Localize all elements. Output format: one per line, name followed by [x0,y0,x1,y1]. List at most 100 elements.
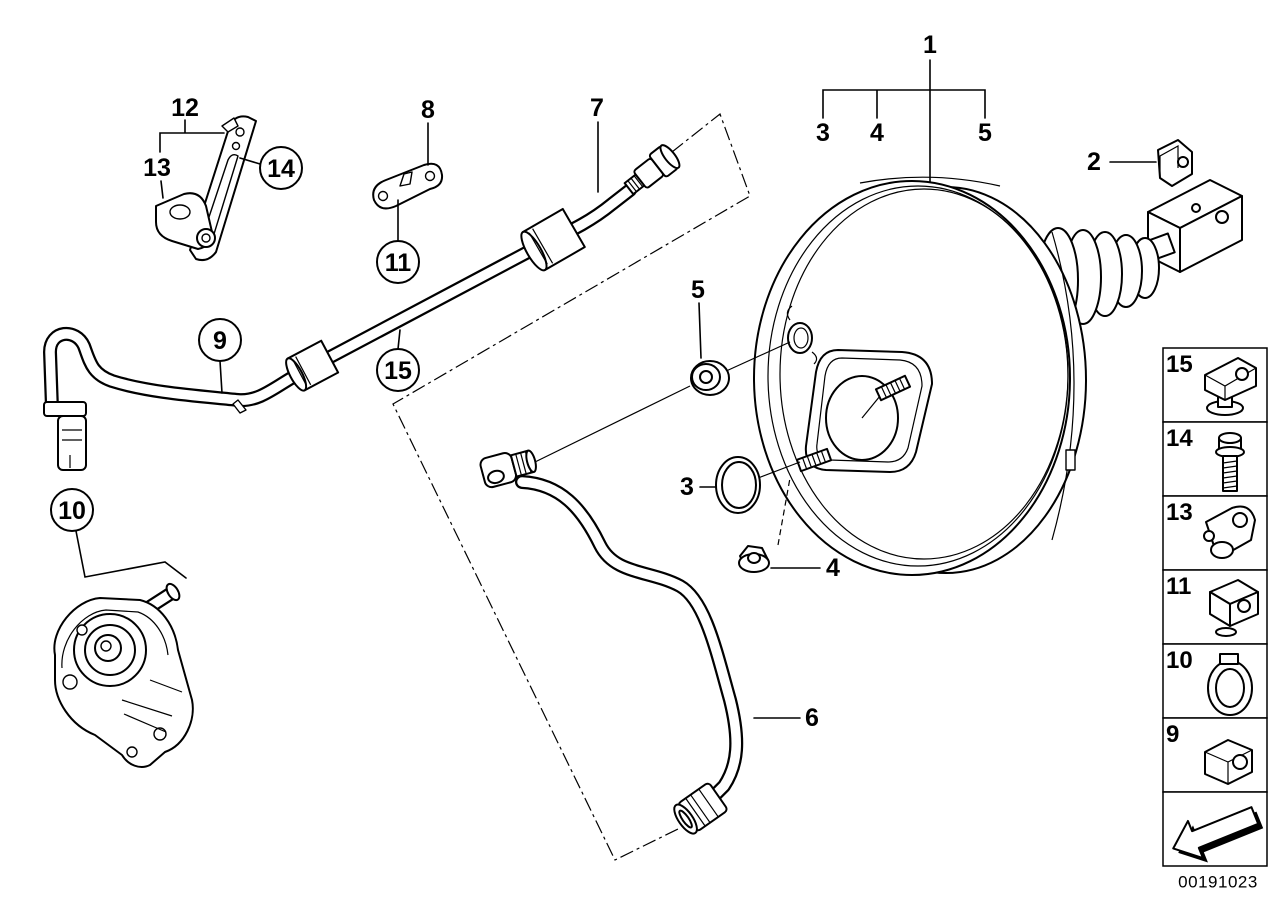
rib-lines [685,788,719,827]
clip-icon [1209,579,1259,637]
stud-thread [801,450,827,470]
callout-label: 3 [816,119,830,147]
bracket-hole [424,170,436,182]
pump-housing-edge [61,609,169,669]
grommet-bore [793,327,809,349]
callout-label: 4 [870,119,884,147]
sleeve-ribs [292,356,312,386]
stud-axis [861,395,881,419]
booster-seam-inner [779,188,1069,560]
leader-14 [239,157,261,165]
callout-label: 12 [171,94,199,122]
bolt-thread [1222,460,1238,489]
grommet-5 [690,360,730,396]
sleeve-end [520,230,548,272]
vacuum-hose-upper [50,190,630,413]
pipe-connector-bottom [673,782,728,835]
legend-panel: 15 14 13 [1162,347,1268,867]
booster-tab [1065,449,1076,471]
legend-item: 10 [1162,643,1268,719]
leader-bracket-12 [159,119,225,153]
arrow-outline [1172,806,1260,860]
grommet-bore [699,370,713,384]
leader-15 [397,329,401,350]
bolt-icon [1215,432,1245,492]
clip-bore [1235,367,1249,381]
clevis-pin-hole [1191,203,1201,213]
sleeve-ribs [528,228,554,265]
callout-labels: 1 3 4 5 2 12 13 14 8 11 7 9 15 10 5 3 4 … [58,31,1101,732]
clip-edges [1204,749,1253,784]
legend-item: 14 [1162,421,1268,497]
brake-booster [753,176,1087,576]
legend-label: 13 [1166,499,1193,526]
pump-shaft [100,640,112,652]
arrow-icon [1172,806,1264,863]
callout-label: 2 [1087,148,1101,176]
vacuum-sensor [43,401,87,471]
callout-label: 6 [805,704,819,732]
clip-icon [1203,505,1256,559]
bolt-head-top [1218,432,1242,444]
vacuum-pump [53,582,194,768]
mounting-plate-inner [816,357,923,463]
callout-circle-10 [50,488,94,532]
callout-label: 13 [143,154,171,182]
axis-line [723,341,791,373]
legend-item [1162,791,1268,867]
sleeve-end [285,357,308,392]
bracket-hole [377,190,389,202]
pump-ribs [121,679,183,733]
legend-item: 9 [1162,717,1268,793]
callout-label: 5 [978,119,992,147]
bracket-8 [372,162,444,210]
bracket-tab [399,171,413,187]
leader-10 [75,530,187,579]
seal-ring-3 [715,456,761,514]
bracket-hole [235,127,245,137]
callout-circle-14 [259,146,303,190]
callout-label: 7 [590,94,604,122]
hose-stub [232,399,247,414]
axis-line [757,461,801,479]
pipe-connector-top [479,449,537,489]
axis-line [534,385,691,463]
hose-clamp-icon [1207,653,1253,716]
hex-nut-4 [738,545,770,573]
bracket-tab [221,117,239,133]
hose-assembly-outline [392,113,751,861]
clip-nub [1203,530,1215,542]
callout-circle-15 [376,348,420,392]
callout-label: 1 [923,31,937,59]
pump-nozzle-end [165,582,181,602]
clip-fold [1159,144,1179,178]
clip-icon [1204,357,1257,416]
clip-2 [1157,139,1193,187]
legend-label: 9 [1166,721,1179,748]
pipe-outline [522,482,736,804]
axis-line [777,477,791,546]
callout-label: 3 [680,473,694,501]
stud-thread [880,378,906,398]
clip-head-bore [201,233,211,243]
lower-stud [795,447,833,473]
legend-item: 15 [1162,347,1268,423]
booster-rim-line [1051,231,1075,541]
clip-bore [1232,512,1248,528]
clip-bore [1237,599,1251,613]
clip-hole [1177,156,1189,168]
sensor-body [57,415,87,471]
diagram-id: 00191023 [1178,873,1258,892]
connector-bore [678,809,693,829]
legend-label: 11 [1166,573,1191,600]
leader-9 [219,360,223,394]
clip-bore [1232,754,1248,770]
legend-label: 15 [1166,351,1193,378]
legend-label: 14 [1166,425,1193,452]
callout-label: 4 [826,554,840,582]
pipe-fill [522,482,736,804]
leader-lines [75,59,1157,719]
connector-end [659,144,681,170]
pump-bolt-hole [126,746,138,758]
clevis-hole [1215,210,1229,224]
